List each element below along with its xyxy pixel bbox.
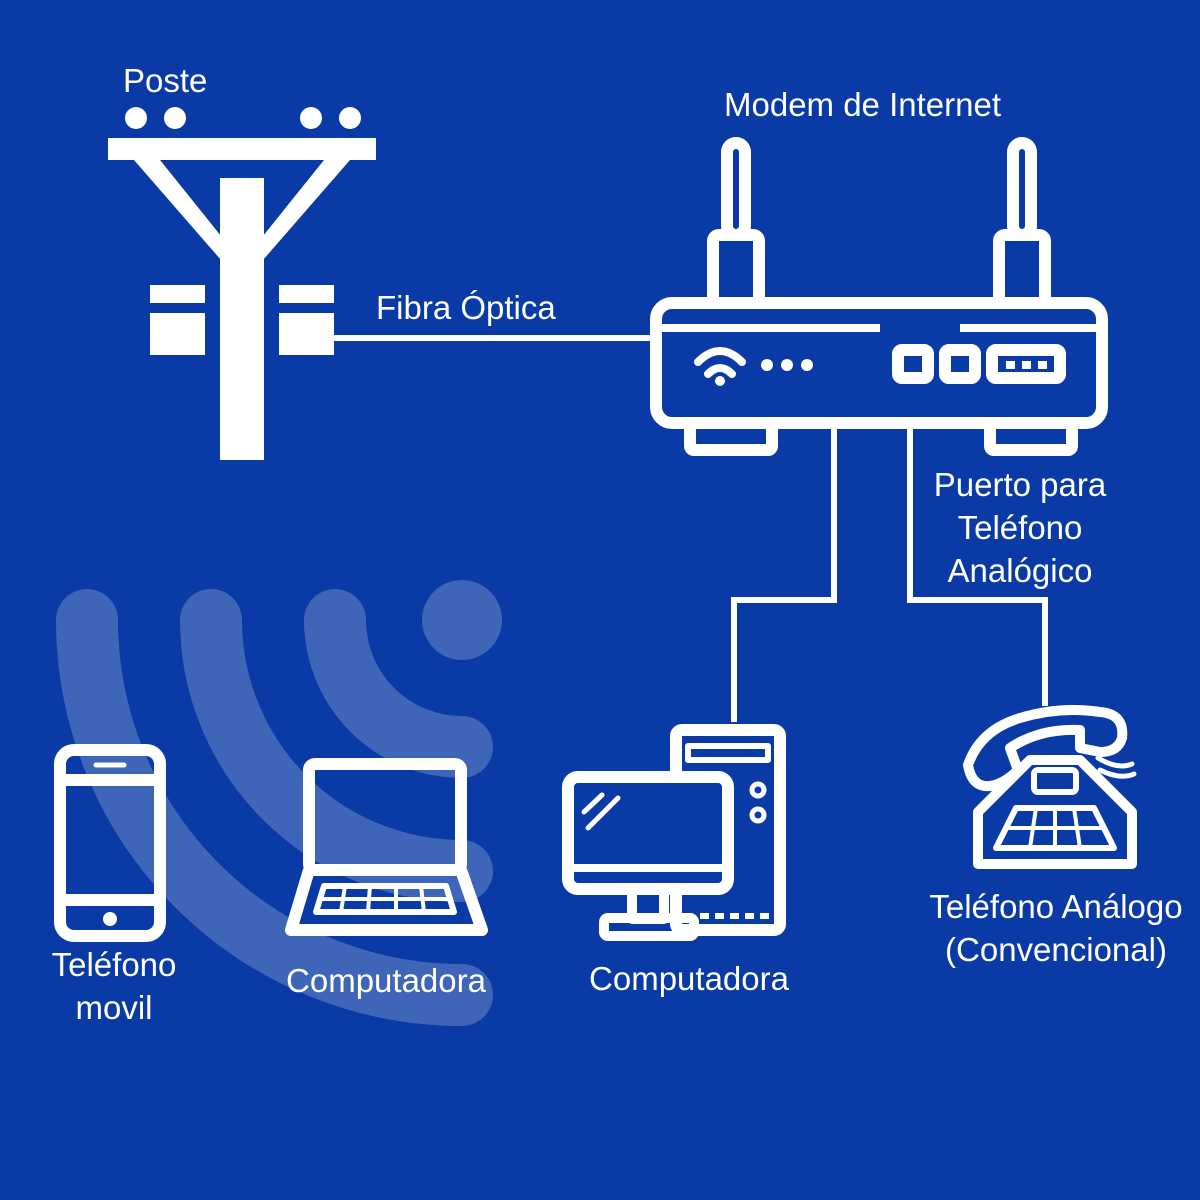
mobile-phone-label-line: Teléfono: [51, 946, 177, 983]
laptop-label: Computadora: [286, 962, 486, 999]
pole-label: Poste: [123, 62, 208, 99]
router-icon: [650, 137, 1108, 456]
mobile-phone-label: Teléfono movil: [26, 944, 202, 1030]
telephone-icon: [963, 705, 1137, 869]
modem-label: Modem de Internet: [724, 86, 1001, 123]
phone-port-label-line: Analógico: [947, 551, 1093, 589]
smartphone-icon: [54, 744, 166, 942]
utility-pole-icon: [108, 107, 376, 460]
desktop-link-line: [731, 423, 837, 722]
mobile-phone-label-line: movil: [75, 988, 153, 1026]
phone-port-label-line: Puerto para: [933, 466, 1107, 503]
analog-phone-label: Teléfono Análogo (Convencional): [912, 886, 1200, 972]
desktop-label: Computadora: [589, 960, 789, 997]
analog-phone-label-line: (Convencional): [945, 930, 1167, 968]
phone-port-label: Puerto para Teléfono Analógico: [922, 464, 1118, 593]
desktop-computer-icon: [562, 724, 786, 941]
analog-phone-label-line: Teléfono Análogo: [929, 888, 1183, 925]
fiber-label: Fibra Óptica: [376, 289, 556, 326]
phone-port-label-line: Teléfono: [957, 508, 1083, 546]
laptop-icon: [285, 758, 488, 936]
phone-link-line: [907, 426, 1048, 706]
